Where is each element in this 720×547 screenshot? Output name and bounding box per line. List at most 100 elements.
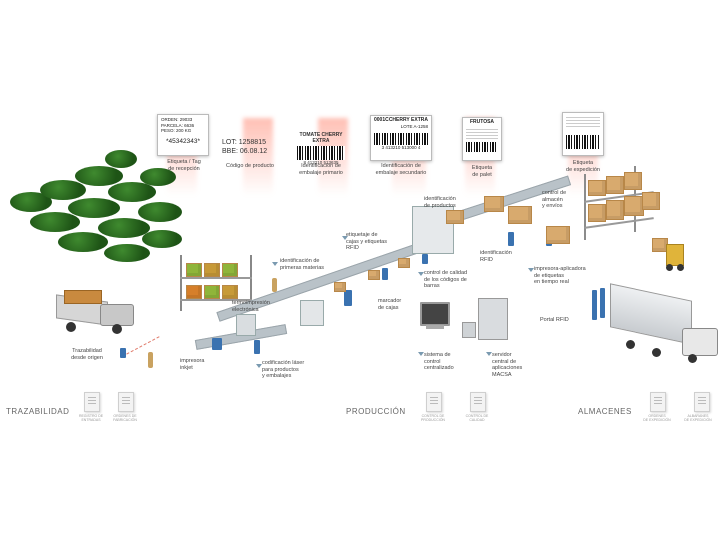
rack-post	[250, 255, 252, 311]
label-app-server: servidor central de aplicaciones MACSA	[492, 352, 523, 378]
label-rfid-id: identificación RFID	[480, 250, 512, 263]
barcode-verifier-machine	[422, 254, 428, 264]
warehouse-box	[624, 172, 642, 190]
produce-crate	[204, 285, 220, 299]
doc-label: CONTROL DE CALIDAD	[465, 414, 489, 422]
thermal-printer-machine	[236, 314, 256, 336]
shipping-barcode	[566, 135, 600, 149]
document-icon	[650, 392, 666, 412]
warehouse-box	[624, 196, 644, 216]
tree-row	[105, 150, 137, 168]
reception-tag-row: PESO: 200 KG	[161, 128, 192, 133]
packaging-machine	[300, 300, 324, 326]
warehouse-rack	[584, 166, 666, 244]
label-inkjet-printer: impresora inkjet	[180, 358, 205, 371]
label-traceability-origin: Trazabilidad desde origen	[71, 348, 103, 361]
box-on-line	[368, 270, 380, 280]
warehouse-box	[642, 192, 660, 210]
marker-icon	[342, 236, 348, 240]
rack-shelf	[180, 277, 252, 279]
inkjet-printer-machine	[212, 338, 222, 350]
scan-line	[121, 336, 161, 358]
box-on-line	[484, 196, 504, 212]
secondary-tag-title: CHERRY EXTRA	[388, 117, 428, 123]
primary-tag-title: TOMATE CHERRY EXTRA	[299, 132, 343, 144]
produce-crate	[204, 263, 220, 277]
tree-row	[40, 180, 86, 200]
reception-tag: ORDEN: 29033 PARCELA: 6636 PESO: 200 KG …	[157, 114, 209, 156]
product-code-block: LOT: 1258815 BBE: 06.08.12	[222, 138, 278, 156]
forklift-body	[666, 244, 684, 266]
secondary-barcode	[374, 133, 428, 145]
marker-icon	[418, 272, 424, 276]
document-icon	[694, 392, 710, 412]
worker-figure	[272, 278, 277, 292]
label-pallet: Etiqueta de palet	[471, 165, 493, 178]
warehouse-box	[588, 204, 606, 222]
rfid-portal-post	[592, 290, 597, 320]
rack-post	[180, 255, 182, 311]
tree-row	[142, 230, 182, 248]
computer-keyboard	[426, 325, 444, 329]
label-barcode-quality: control de calidad de los códigos de bar…	[424, 270, 468, 289]
tree-row	[98, 218, 150, 238]
box-on-line	[546, 226, 570, 244]
truck-cab	[100, 304, 134, 326]
secondary-tag-sub: LOTE A-1258	[400, 123, 428, 129]
orchard-field	[0, 140, 190, 270]
desk-printer	[462, 322, 476, 338]
label-printer-applicator: impresora-aplicadora de etiquetas en tie…	[534, 266, 586, 285]
marker-icon	[528, 268, 534, 272]
primary-barcode	[297, 146, 345, 160]
label-warehouse-control: control de almacén y envíos	[542, 190, 567, 209]
tree-row	[30, 212, 80, 232]
label-laser-coding: codificación láser para productos y emba…	[262, 360, 305, 379]
document-icon	[84, 392, 100, 412]
marker-icon	[418, 352, 424, 356]
pallet-tag: FRUTOSA	[462, 117, 502, 161]
tree-row	[75, 166, 123, 186]
marker-icon	[486, 352, 492, 356]
tree-row	[10, 192, 52, 212]
operator-figure	[148, 352, 153, 368]
tree-row	[108, 182, 156, 202]
rack-post	[584, 174, 586, 240]
label-box-marker: marcador de cajas	[378, 298, 402, 311]
document-icon	[426, 392, 442, 412]
computer-monitor	[420, 302, 450, 326]
label-product-id: identificación de productos	[424, 196, 456, 209]
produce-crate	[222, 285, 238, 299]
marker-icon	[272, 262, 278, 266]
box-on-line	[508, 206, 532, 224]
pickup-truck	[56, 288, 136, 336]
box-on-line	[398, 258, 410, 268]
forklift-wheel	[677, 264, 684, 271]
document-icon	[118, 392, 134, 412]
truck-cargo	[64, 290, 102, 304]
pallet-text-lines	[466, 128, 498, 139]
label-secondary-packaging: Identificación de embalaje secundario	[375, 163, 427, 176]
rfid-id-reader	[508, 232, 514, 246]
document-icon	[470, 392, 486, 412]
delivery-truck	[610, 283, 720, 370]
rfid-reader	[120, 348, 126, 358]
warehouse-box	[606, 176, 624, 194]
primary-tag-number: 8 413210 513635	[303, 160, 339, 165]
label-reception-tag: Etiqueta / Tag de recepción	[167, 159, 201, 172]
rack-shelf	[180, 299, 252, 301]
label-central-system: sistema de control centralizado	[424, 352, 454, 371]
doc-label: CONTROL DE PRODUCCIÓN	[421, 414, 445, 422]
label-raw-materials: identificación de primeras materias	[280, 258, 325, 271]
truck-cabin	[682, 328, 718, 356]
box-marker-machine	[344, 290, 352, 306]
label-thermal-print: termoimpresión electrónica	[232, 300, 270, 313]
box-on-line	[446, 210, 464, 224]
warehouse-box	[588, 180, 606, 196]
laser-coder-machine	[254, 340, 260, 354]
truck-wheel	[112, 324, 122, 334]
produce-crate	[186, 285, 202, 299]
section-produccion: PRODUCCIÓN	[346, 407, 406, 416]
label-shipping: Etiqueta de expedición	[566, 160, 600, 173]
shipping-text-lines	[566, 117, 600, 129]
reception-tag-row: PARCELA: 6636	[161, 122, 195, 128]
